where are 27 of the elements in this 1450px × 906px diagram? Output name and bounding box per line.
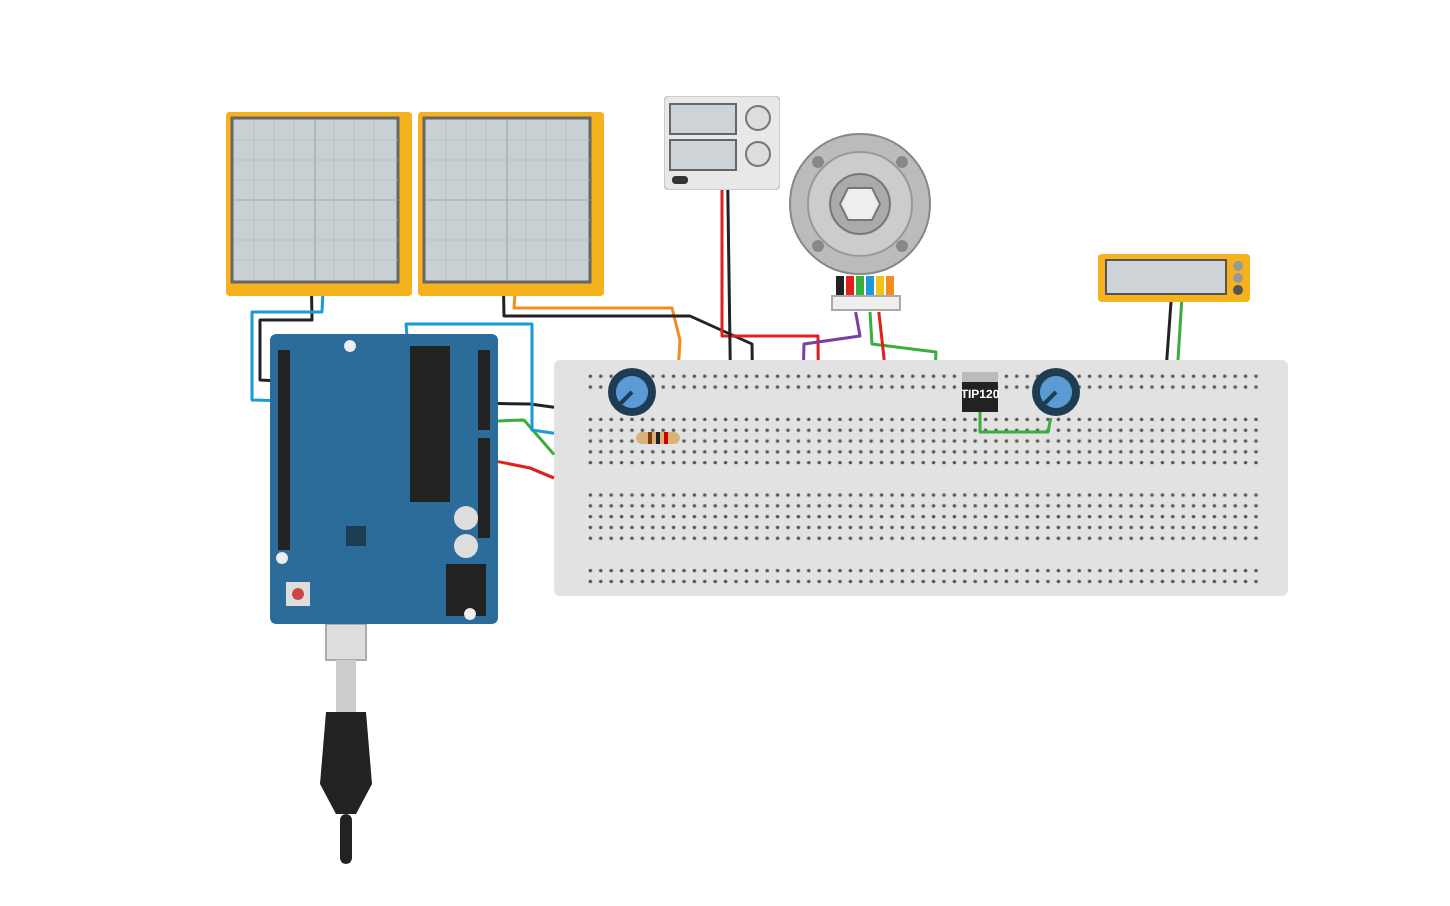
wire — [726, 189, 732, 361]
wire — [720, 190, 820, 360]
wire — [497, 460, 555, 480]
wire — [1176, 301, 1184, 361]
potentiometer — [606, 366, 658, 418]
resistor — [636, 430, 680, 446]
microcontroller-board — [270, 334, 498, 624]
wire — [512, 295, 682, 361]
wire — [978, 412, 1053, 434]
oscilloscope — [226, 112, 412, 296]
wire — [868, 311, 938, 361]
wire — [502, 295, 754, 360]
wire — [497, 418, 556, 456]
breadboard — [554, 360, 1288, 596]
wire — [1165, 301, 1173, 361]
wire — [404, 322, 555, 435]
wire — [802, 311, 862, 361]
wire — [877, 311, 886, 361]
wire — [258, 295, 314, 382]
oscilloscope — [418, 112, 604, 296]
power-supply — [664, 96, 780, 190]
potentiometer — [1030, 366, 1082, 418]
multimeter — [1098, 254, 1250, 302]
wire — [250, 295, 325, 403]
usb-cable — [320, 624, 372, 864]
dc-motor — [788, 132, 932, 312]
wire — [497, 402, 555, 409]
